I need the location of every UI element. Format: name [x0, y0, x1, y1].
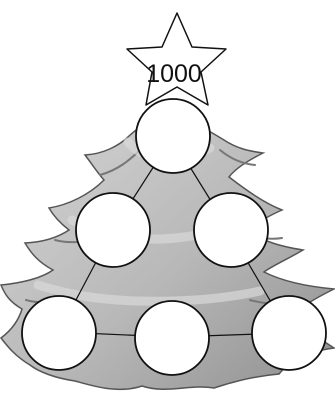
circle-middle-left[interactable]: [76, 193, 150, 267]
star-number: 1000: [146, 60, 202, 88]
circle-bottom-left[interactable]: [22, 296, 96, 370]
circle-middle-right[interactable]: [194, 193, 268, 267]
circle-bottom-right[interactable]: [252, 296, 326, 370]
star-icon: [127, 13, 226, 105]
star-topper: 1000: [127, 13, 226, 105]
circle-bottom-middle[interactable]: [135, 301, 209, 375]
circle-top[interactable]: [136, 99, 210, 173]
